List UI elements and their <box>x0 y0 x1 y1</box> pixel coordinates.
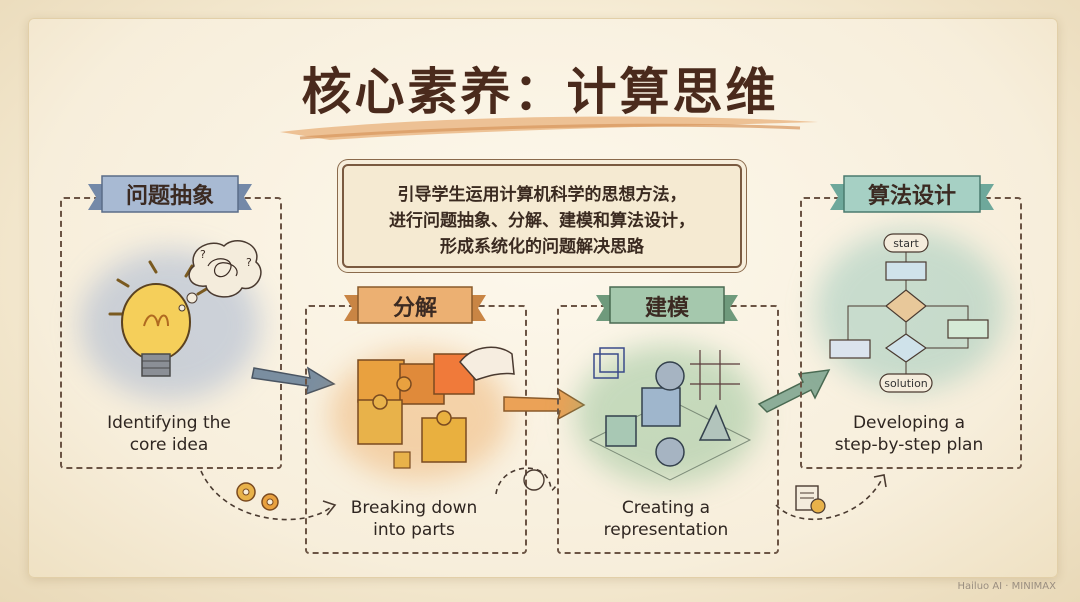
intro-line-3: 形成系统化的问题解决思路 <box>440 237 644 257</box>
svg-text:?: ? <box>200 248 206 261</box>
title-brush-underline <box>280 116 818 140</box>
ribbon-decomposition <box>344 286 486 324</box>
caption-decomposition: Breaking down into parts <box>350 498 478 540</box>
3d-model-icon <box>588 347 752 481</box>
flowchart-icon: start solution <box>829 233 989 393</box>
arrow-abstraction-to-decomposition <box>251 366 336 396</box>
arrow-decomposition-to-modeling <box>503 387 586 421</box>
page-title: 核心素养：计算思维 <box>301 62 779 121</box>
dashed-connector-2 <box>495 467 557 495</box>
flowchart-end: solution <box>884 377 928 390</box>
svg-text:?: ? <box>246 256 252 269</box>
gears-icon <box>236 482 279 511</box>
ribbon-modeling <box>596 286 738 324</box>
document-icon <box>795 485 826 514</box>
puzzle-icon <box>357 346 515 469</box>
ribbon-algorithm <box>830 175 994 213</box>
watermark: Hailuo AI · MINIMAX <box>957 581 1056 592</box>
intro-line-2: 进行问题抽象、分解、建模和算法设计， <box>389 211 695 231</box>
dashed-connector-3 <box>775 474 887 520</box>
step-label-modeling: 建模 <box>644 296 689 321</box>
dashed-connector-1 <box>200 470 337 521</box>
arrow-modeling-to-algorithm <box>757 369 831 413</box>
caption-algorithm: Developing a step-by-step plan <box>834 413 984 455</box>
step-label-abstraction: 问题抽象 <box>125 184 214 209</box>
step-label-decomposition: 分解 <box>392 296 437 321</box>
lightbulb-icon: ? ? <box>108 240 262 377</box>
flowchart-start: start <box>893 237 919 250</box>
caption-abstraction: Identifying the core idea <box>107 413 231 455</box>
ribbon-abstraction <box>88 175 252 213</box>
step-label-algorithm: 算法设计 <box>867 184 956 209</box>
intro-box: 引导学生运用计算机科学的思想方法， 进行问题抽象、分解、建模和算法设计， 形成系… <box>342 164 742 268</box>
caption-modeling: Creating a representation <box>603 498 729 540</box>
intro-line-1: 引导学生运用计算机科学的思想方法， <box>397 185 687 205</box>
